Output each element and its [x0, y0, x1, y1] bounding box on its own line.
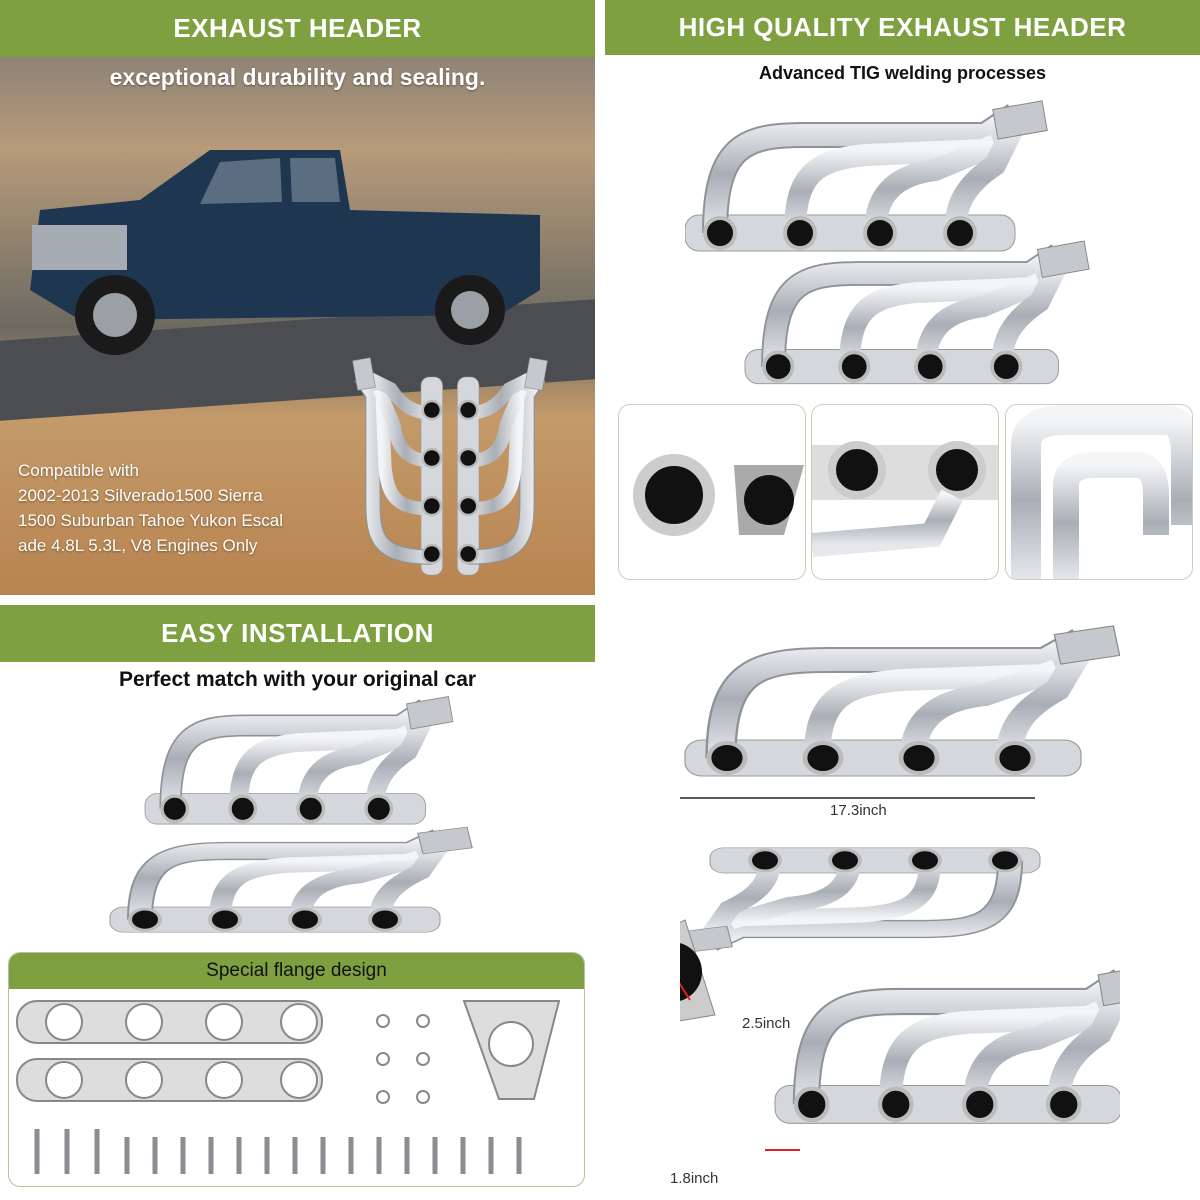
kit-title: Special flange design — [9, 953, 584, 989]
compat-line: 2002-2013 Silverado1500 Sierra — [18, 486, 263, 505]
compatibility-text: Compatible with 2002-2013 Silverado1500 … — [18, 458, 283, 558]
panel-subtitle: exceptional durability and sealing. — [109, 64, 486, 90]
exhaust-header-dimension-image — [680, 620, 1120, 1151]
detail-image-bends — [1005, 404, 1193, 580]
panel-title: EASY INSTALLATION — [0, 605, 595, 662]
truck-image — [30, 150, 540, 355]
panel-truck: EXHAUST HEADER exceptional durability an… — [0, 0, 595, 595]
panel-title: HIGH QUALITY EXHAUST HEADER — [605, 0, 1200, 55]
panel-dimensions: 17.3inch 2.5inch 1.8inch — [605, 605, 1200, 1200]
panel-title: EXHAUST HEADER — [0, 0, 595, 57]
exhaust-header-image — [100, 695, 490, 935]
detail-image-flange — [618, 404, 806, 580]
panel-quality: HIGH QUALITY EXHAUST HEADER Advanced TIG… — [605, 0, 1200, 595]
length-dimension-label: 17.3inch — [830, 802, 887, 819]
compat-line: 1500 Suburban Tahoe Yukon Escal — [18, 511, 283, 530]
outlet-dimension-label: 2.5inch — [742, 1015, 791, 1032]
compat-line: Compatible with — [18, 461, 139, 480]
gaskets-image — [16, 1000, 561, 1174]
panel-subtitle: Perfect match with your original car — [118, 668, 477, 691]
detail-image-ports — [811, 404, 999, 580]
compat-line: ade 4.8L 5.3L, V8 Engines Only — [18, 536, 258, 555]
panel-subtitle: Advanced TIG welding processes — [758, 63, 1047, 83]
exhaust-header-image — [685, 95, 1115, 395]
port-dimension-label: 1.8inch — [670, 1170, 719, 1187]
exhaust-header-pair-image — [335, 335, 575, 580]
panel-installation: EASY INSTALLATION Perfect match with you… — [0, 605, 595, 1200]
flange-kit-box: Special flange design — [8, 952, 585, 1187]
